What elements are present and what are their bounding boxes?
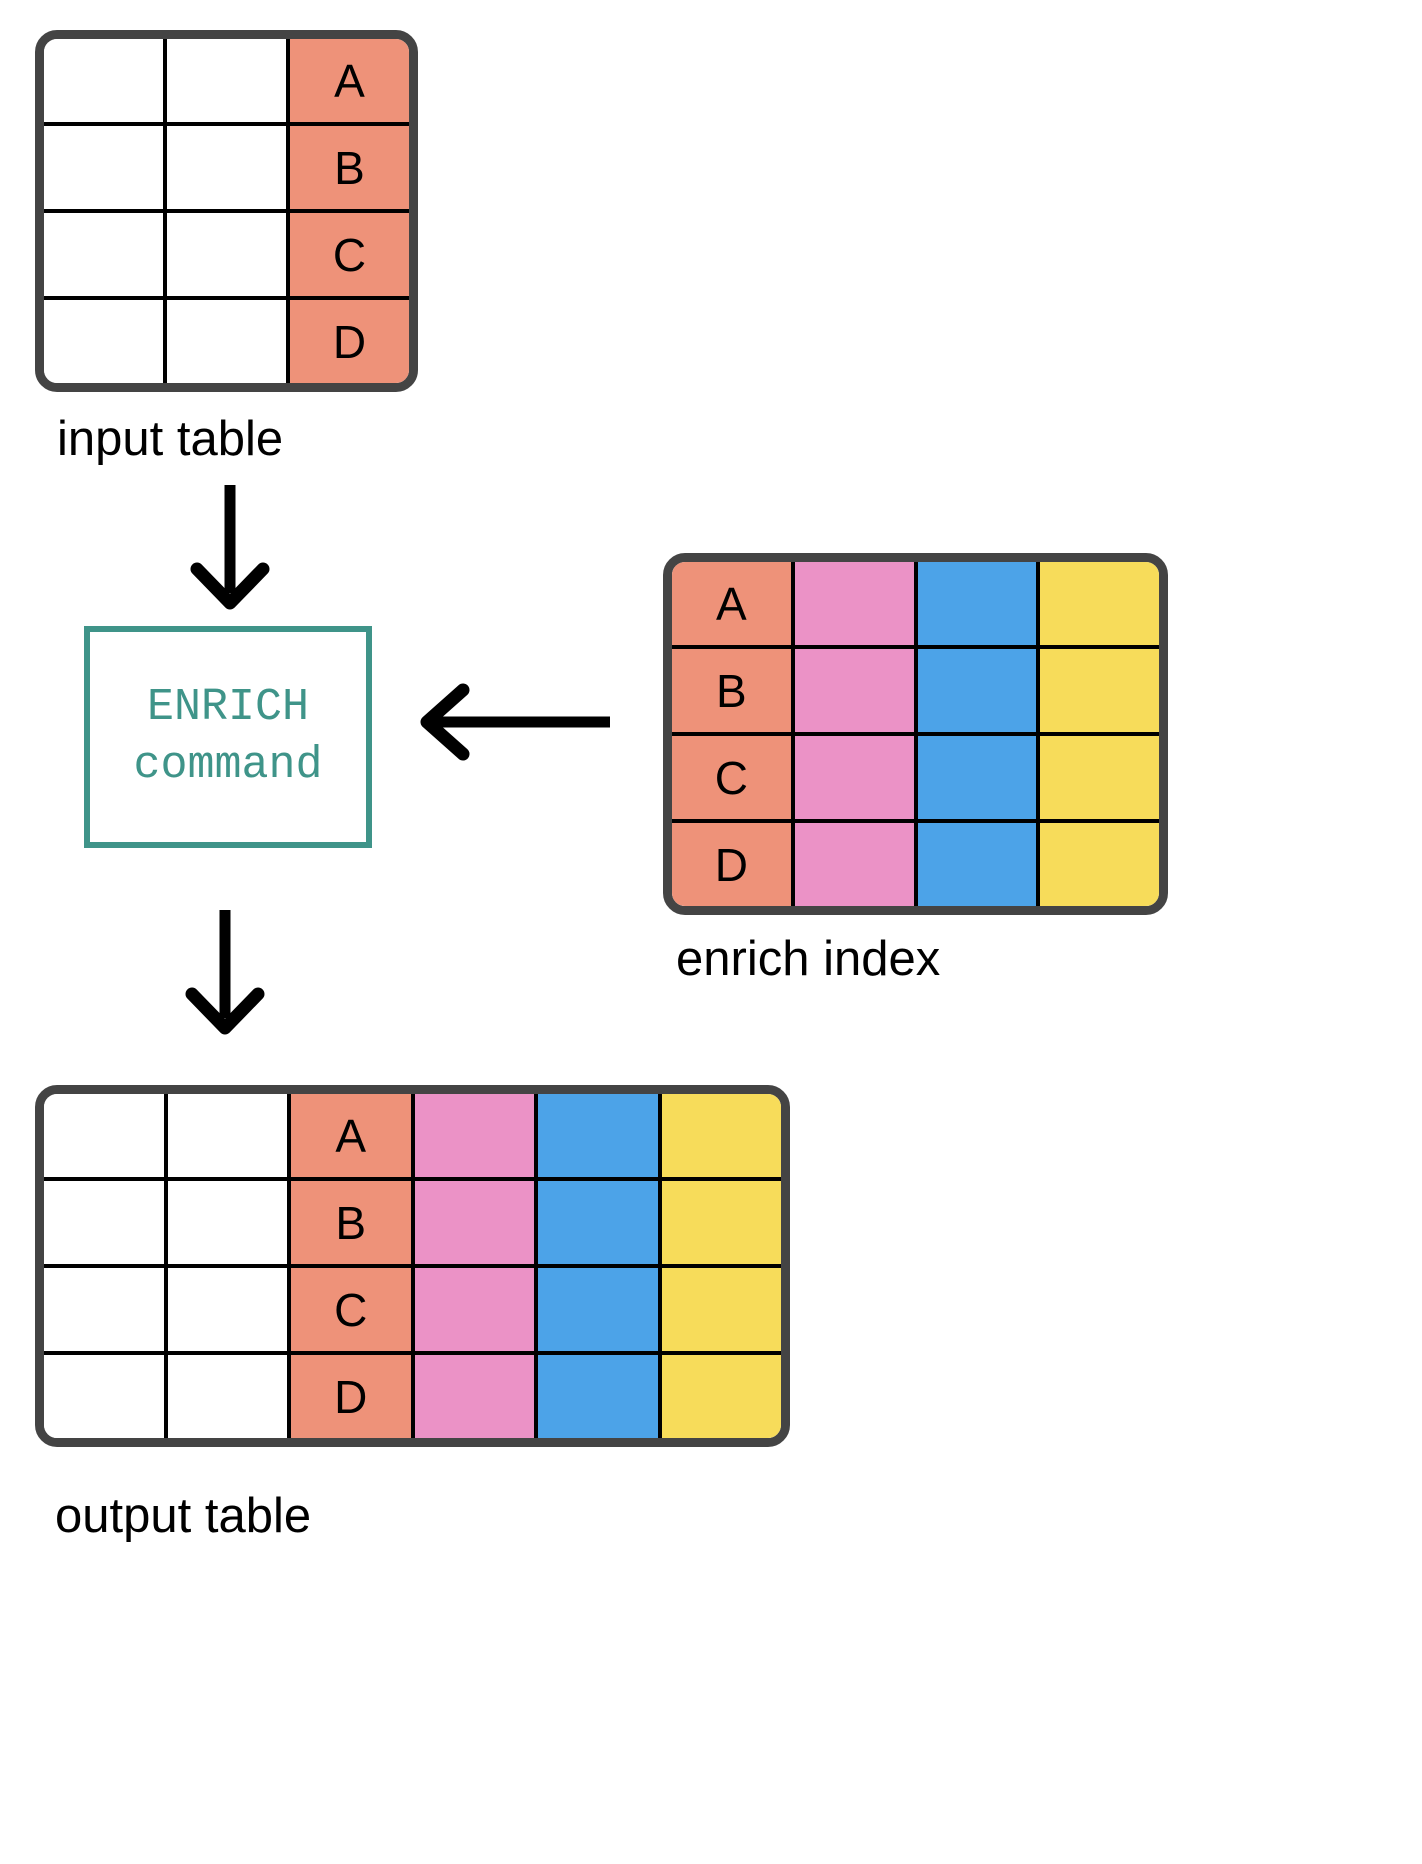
enrich-index-caption: enrich index [676, 932, 941, 986]
input-table-cell-col-1 [44, 126, 163, 209]
output-table-cell-enrich-field-2 [534, 1355, 658, 1438]
input-table-cell-match-key: A [286, 39, 409, 122]
output-table-cell-enrich-field-3 [657, 1094, 781, 1177]
output-table-row: A [44, 1094, 781, 1177]
output-table-cell-enrich-field-2 [534, 1181, 658, 1264]
input-table-cell-col-2 [163, 213, 286, 296]
input-table-cell-col-2 [163, 126, 286, 209]
output-table-cell-match-key: C [287, 1268, 411, 1351]
output-table-cell-col-1 [44, 1355, 164, 1438]
enrich-index-cell-enrich-field-2 [913, 823, 1037, 906]
input-table-cell-match-key: D [286, 300, 409, 383]
input-table-cell-col-1 [44, 213, 163, 296]
enrich-index-row: C [672, 732, 1159, 819]
output-table-cell-enrich-field-2 [534, 1094, 658, 1177]
output-table-caption: output table [55, 1489, 312, 1543]
enrich-index-cell-match-key: D [672, 823, 791, 906]
input-table-row: A [44, 39, 409, 122]
output-table-cell-col-1 [44, 1094, 164, 1177]
enrich-command-label-line2: command [133, 740, 323, 791]
output-table-cell-enrich-field-1 [410, 1268, 534, 1351]
enrich-index-cell-enrich-field-3 [1036, 649, 1159, 732]
input-table-cell-match-key: C [286, 213, 409, 296]
output-table-cell-enrich-field-3 [657, 1355, 781, 1438]
input-table-cell-col-1 [44, 300, 163, 383]
input-table-cell-col-1 [44, 39, 163, 122]
enrich-index-cell-enrich-field-3 [1036, 823, 1159, 906]
output-table-cell-enrich-field-1 [410, 1355, 534, 1438]
input-table-cell-col-2 [163, 39, 286, 122]
output-table-row: B [44, 1177, 781, 1264]
arrow-input-to-command-icon [190, 485, 270, 610]
input-table-row: C [44, 209, 409, 296]
enrich-command-box[interactable]: ENRICH command [84, 626, 372, 848]
enrich-index-cell-enrich-field-3 [1036, 562, 1159, 645]
input-table-cell-col-2 [163, 300, 286, 383]
output-table-cell-enrich-field-2 [534, 1268, 658, 1351]
input-table-cell-match-key: B [286, 126, 409, 209]
enrich-index-cell-match-key: C [672, 736, 791, 819]
output-table-cell-enrich-field-3 [657, 1181, 781, 1264]
input-table-caption: input table [57, 412, 284, 466]
input-table-row: D [44, 296, 409, 383]
enrich-index-row: B [672, 645, 1159, 732]
enrich-index-cell-enrich-field-2 [913, 649, 1037, 732]
output-table-row: C [44, 1264, 781, 1351]
enrich-index-cell-match-key: A [672, 562, 791, 645]
enrich-index-row: D [672, 819, 1159, 906]
output-table-cell-col-2 [163, 1268, 287, 1351]
output-table-cell-col-1 [44, 1268, 164, 1351]
input-table-row: B [44, 122, 409, 209]
output-table-cell-match-key: B [287, 1181, 411, 1264]
output-table-cell-col-1 [44, 1181, 164, 1264]
enrich-index-cell-enrich-field-1 [790, 736, 914, 819]
arrow-command-to-output-icon [185, 910, 265, 1035]
enrich-index-row: A [672, 562, 1159, 645]
output-table-cell-match-key: A [287, 1094, 411, 1177]
output-table-cell-col-2 [163, 1181, 287, 1264]
enrich-index-cell-enrich-field-2 [913, 562, 1037, 645]
enrich-index-cell-enrich-field-3 [1036, 736, 1159, 819]
output-table-row: D [44, 1351, 781, 1438]
output-table-cell-enrich-field-3 [657, 1268, 781, 1351]
output-table-cell-match-key: D [287, 1355, 411, 1438]
enrich-index-cell-enrich-field-1 [790, 649, 914, 732]
output-table-cell-enrich-field-1 [410, 1094, 534, 1177]
output-table-cell-col-2 [163, 1355, 287, 1438]
enrich-command-label-line1: ENRICH [146, 682, 310, 734]
output-table-cell-col-2 [163, 1094, 287, 1177]
arrow-index-to-command-icon [420, 683, 610, 761]
enrich-index-cell-match-key: B [672, 649, 791, 732]
enrich-index-cell-enrich-field-1 [790, 823, 914, 906]
enrich-index-cell-enrich-field-1 [790, 562, 914, 645]
output-table-cell-enrich-field-1 [410, 1181, 534, 1264]
enrich-index-cell-enrich-field-2 [913, 736, 1037, 819]
